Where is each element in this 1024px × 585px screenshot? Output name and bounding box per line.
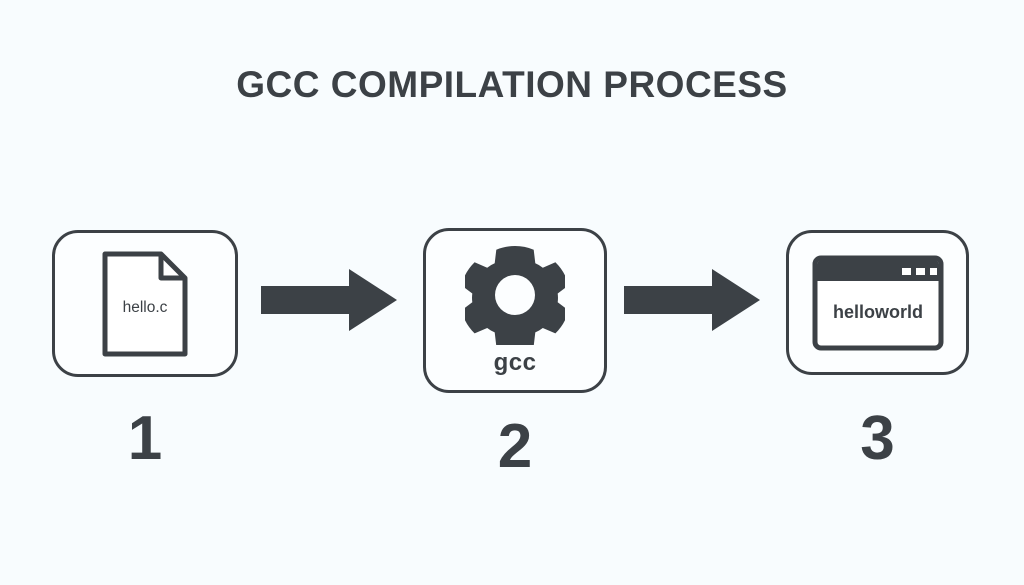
step-2-card: gcc: [423, 228, 607, 393]
application-window-icon: helloworld: [812, 255, 944, 351]
step-1-number: 1: [127, 404, 163, 473]
arrow-step2-to-step3: [624, 269, 760, 336]
window-control-square-3: [929, 267, 937, 275]
page-title: GCC COMPILATION PROCESS: [236, 64, 788, 105]
step-3-card: helloworld: [786, 230, 969, 375]
window-control-square-1: [901, 267, 911, 275]
step-2-number: 2: [497, 412, 533, 481]
document-file-icon: hello.c: [99, 250, 191, 358]
step-1-card: hello.c: [52, 230, 238, 377]
step-2-caption: gcc: [493, 348, 537, 376]
step-3-number: 3: [860, 404, 895, 473]
document-file-name: hello.c: [123, 299, 168, 316]
executable-name: helloworld: [833, 302, 923, 322]
window-control-square-2: [915, 267, 925, 275]
arrow-step1-to-step2: [261, 269, 397, 336]
gear-cog-icon: [461, 245, 569, 350]
